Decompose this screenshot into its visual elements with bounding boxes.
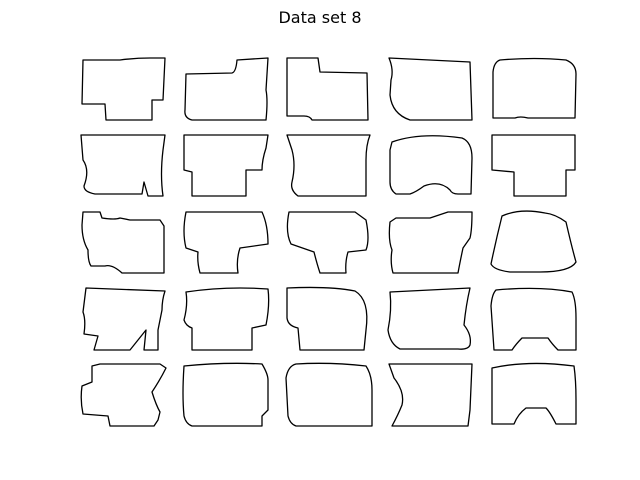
shape-r1-c1: [81, 57, 166, 121]
shape-r4-c4: [387, 287, 472, 350]
shape-r4-c2: [183, 287, 270, 351]
shape-r3-c3: [286, 211, 369, 274]
shape-r4-c3: [286, 286, 368, 351]
shape-r5-c3: [285, 362, 373, 427]
shape-r5-c1: [80, 363, 167, 427]
shape-r2-c2: [183, 134, 269, 197]
shape-r3-c2: [183, 211, 269, 274]
figure-title: Data set 8: [278, 8, 362, 27]
shape-r1-c5: [492, 57, 577, 119]
shape-r2-c3: [286, 134, 371, 197]
shape-r3-c1: [81, 211, 165, 274]
shape-r3-c4: [388, 211, 473, 274]
shape-r1-c2: [184, 57, 269, 121]
shape-r4-c1: [82, 287, 166, 351]
shape-r5-c2: [182, 362, 269, 427]
shape-r3-c5: [490, 210, 577, 273]
shape-r2-c4: [389, 135, 473, 195]
shape-r2-c5: [491, 134, 576, 197]
shape-r2-c1: [80, 134, 166, 197]
shape-r5-c4: [388, 363, 473, 427]
shape-r5-c5: [491, 362, 577, 425]
shape-r4-c5: [490, 287, 577, 351]
shape-r1-c4: [388, 57, 473, 121]
shape-r1-c3: [286, 57, 369, 121]
